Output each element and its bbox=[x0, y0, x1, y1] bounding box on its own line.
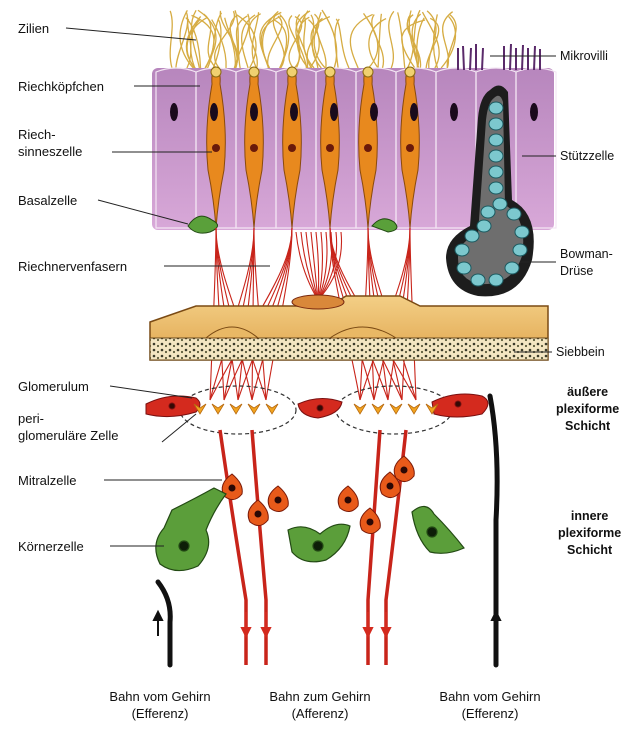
label-stuetzzelle: Stützzelle bbox=[560, 148, 614, 165]
label-aeussere-line3: Schicht bbox=[556, 418, 619, 435]
label-basalzelle: Basalzelle bbox=[18, 192, 77, 209]
label-mitralzelle: Mitralzelle bbox=[18, 472, 77, 489]
label-bowman-line1: Bowman- bbox=[560, 246, 613, 263]
label-riechsinneszelle-line1: Riech- bbox=[18, 126, 82, 143]
label-periglom-line2: glomeruläre Zelle bbox=[18, 427, 118, 444]
flow-arrows bbox=[154, 612, 500, 636]
caption-right-line1: Bahn vom Gehirn bbox=[420, 688, 560, 705]
granule-cells bbox=[156, 488, 464, 571]
label-mikrovilli: Mikrovilli bbox=[560, 48, 608, 65]
label-periglomerulaere-zelle: peri- glomeruläre Zelle bbox=[18, 410, 118, 444]
caption-bahn-vom-gehirn-right: Bahn vom Gehirn (Efferenz) bbox=[420, 688, 560, 722]
cilia-layer bbox=[170, 10, 456, 68]
label-innere-line1: innere bbox=[558, 508, 621, 525]
caption-right-line2: (Efferenz) bbox=[420, 705, 560, 722]
label-aeussere-plexiforme-schicht: äußere plexiforme Schicht bbox=[556, 384, 619, 435]
label-innere-line2: plexiforme bbox=[558, 525, 621, 542]
label-zilien: Zilien bbox=[18, 20, 49, 37]
label-glomerulum: Glomerulum bbox=[18, 378, 89, 395]
caption-middle-line2: (Afferenz) bbox=[250, 705, 390, 722]
caption-left-line1: Bahn vom Gehirn bbox=[90, 688, 230, 705]
label-bowman-line2: Drüse bbox=[560, 263, 613, 280]
label-koernerzelle: Körnerzelle bbox=[18, 538, 84, 555]
label-bowman-druese: Bowman- Drüse bbox=[560, 246, 613, 280]
mitral-cells bbox=[222, 456, 414, 534]
caption-middle-line1: Bahn zum Gehirn bbox=[250, 688, 390, 705]
label-periglom-line1: peri- bbox=[18, 410, 118, 427]
label-riechkoepfchen: Riechköpfchen bbox=[18, 78, 104, 95]
label-innere-line3: Schicht bbox=[558, 542, 621, 559]
caption-bahn-zum-gehirn: Bahn zum Gehirn (Afferenz) bbox=[250, 688, 390, 722]
label-riechnervenfasern: Riechnervenfasern bbox=[18, 258, 127, 275]
label-riechsinneszelle-line2: sinneszelle bbox=[18, 143, 82, 160]
caption-bahn-vom-gehirn-left: Bahn vom Gehirn (Efferenz) bbox=[90, 688, 230, 722]
label-aeussere-line1: äußere bbox=[556, 384, 619, 401]
label-riechsinneszelle: Riech- sinneszelle bbox=[18, 126, 82, 160]
microvilli bbox=[458, 44, 540, 70]
ethmoid-bone bbox=[150, 295, 548, 360]
label-innere-plexiforme-schicht: innere plexiforme Schicht bbox=[558, 508, 621, 559]
caption-left-line2: (Efferenz) bbox=[90, 705, 230, 722]
label-siebbein: Siebbein bbox=[556, 344, 605, 361]
label-aeussere-line2: plexiforme bbox=[556, 401, 619, 418]
